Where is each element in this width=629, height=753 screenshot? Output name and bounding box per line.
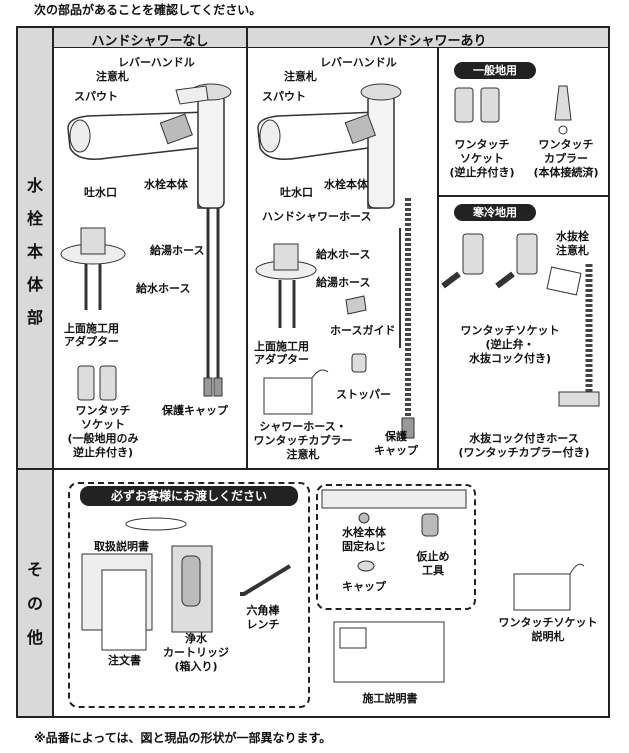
- general-socket-line2: ソケット: [460, 152, 504, 165]
- ns-outlet-label: 吐水口: [84, 186, 117, 199]
- row-label-main-5: 部: [26, 308, 43, 327]
- other-cap-label: キャップ: [342, 580, 386, 593]
- handover-group: [68, 482, 310, 708]
- column-header-with-shower: ハンドシャワーあり: [369, 34, 487, 49]
- socket-tag-illustration: [513, 563, 585, 611]
- ns-lever-label: レバーハンドル: [118, 56, 195, 69]
- ns-socket-line3: (一般地用のみ: [67, 432, 139, 445]
- ws-hose-guide-label: ホースガイド: [330, 324, 396, 337]
- general-socket-line3: (逆止弁付き): [449, 166, 515, 179]
- cold-badge: 寒冷地用: [454, 204, 536, 221]
- other-cartridge-line3: (箱入り): [174, 660, 218, 673]
- other-cartridge-line1: 浄水: [185, 632, 207, 645]
- ns-socket-line2: ソケット: [81, 418, 125, 431]
- ns-cold-hose-label: 給水ホース: [136, 282, 191, 295]
- row-label-other-1: そ: [26, 560, 43, 579]
- general-badge: 一般地用: [454, 62, 536, 79]
- row-label-other-2: の: [26, 594, 43, 613]
- other-install-manual-label: 施工説明書: [362, 692, 418, 705]
- row-label-main-3: 本: [26, 242, 43, 261]
- header-row: [52, 28, 608, 47]
- ws-adapter-line1: 上面施工用: [254, 340, 309, 353]
- ws-outlet-label: 吐水口: [280, 186, 313, 199]
- other-fix-screw-line1: 水栓本体: [342, 526, 386, 539]
- ns-hot-hose-label: 給湯ホース: [150, 244, 205, 257]
- other-socket-tag-line2: 説明札: [531, 630, 565, 643]
- other-fix-screw-line2: 固定ねじ: [342, 540, 386, 553]
- general-coupler-line1: ワンタッチ: [538, 138, 594, 151]
- ws-shower-tag-line3: 注意札: [286, 448, 320, 461]
- cold-socket-line2: (逆止弁・: [485, 338, 535, 351]
- other-manual-label: 取扱説明書: [94, 540, 149, 553]
- cold-socket-line1: ワンタッチソケット: [460, 324, 560, 337]
- general-parts-illustration: [454, 85, 572, 135]
- cold-parts-illustration: [441, 233, 600, 407]
- install-parts-illustration: [321, 489, 467, 572]
- ns-caution-label: 注意札: [96, 70, 129, 83]
- row-label-col-main: [18, 28, 52, 468]
- faucet-no-shower-illustration: [60, 83, 232, 401]
- ws-shower-tag-line2: ワンタッチカプラー: [253, 434, 353, 447]
- ws-hot-hose-label: 給湯ホース: [316, 276, 371, 289]
- cold-socket-line3: 水抜コック付き): [468, 352, 552, 365]
- ws-spout-label: スパウト: [262, 90, 306, 103]
- handover-badge: 必ずお客様にお渡しください: [80, 486, 298, 506]
- row-label-other-3: 他: [26, 628, 43, 647]
- handover-items-illustration: [81, 517, 213, 651]
- row-label-col-other: [18, 470, 52, 716]
- row-label-main-4: 体: [26, 275, 43, 294]
- other-temp-tool-line1: 仮止め: [416, 550, 450, 563]
- footnote-text: ※品番によっては、図と現品の形状が一部異なります。: [34, 731, 332, 745]
- ws-cap-line2: キャップ: [374, 444, 418, 457]
- ns-socket-line4: 逆止弁付き): [72, 446, 134, 459]
- ws-cold-hose-label: 給水ホース: [316, 248, 371, 261]
- ws-adapter-line2: アダプター: [254, 353, 309, 366]
- ws-stopper-label: ストッパー: [336, 388, 391, 401]
- install-manual-illustration: [333, 621, 445, 683]
- faucet-with-shower-illustration: [255, 83, 415, 439]
- other-temp-tool-line2: 工具: [422, 564, 444, 577]
- row-label-main-2: 栓: [26, 209, 43, 228]
- ws-cap-line1: 保護: [385, 430, 407, 443]
- ws-body-label: 水栓本体: [324, 178, 368, 191]
- row-label-main-1: 水: [26, 176, 43, 195]
- other-order-label: 注文書: [108, 654, 141, 667]
- ns-adapter-line2: アダプター: [64, 335, 119, 348]
- cold-drain-caution-line1: 水抜栓: [556, 230, 589, 243]
- install-parts-group: [316, 484, 476, 610]
- column-header-no-shower: ハンドシャワーなし: [91, 34, 209, 49]
- cold-drain-hose-line2: (ワンタッチカプラー付き): [458, 446, 590, 459]
- ws-shower-hose-label: ハンドシャワーホース: [262, 210, 372, 223]
- ns-spout-label: スパウト: [74, 90, 118, 103]
- ws-shower-tag-line1: シャワーホース・: [259, 420, 347, 433]
- other-socket-tag-line1: ワンタッチソケット: [498, 616, 598, 629]
- parts-table: [16, 26, 610, 718]
- other-cartridge-line2: カートリッジ: [163, 646, 229, 659]
- ns-adapter-line1: 上面施工用: [64, 322, 119, 335]
- general-coupler-line3: (本体接続済): [533, 166, 599, 179]
- other-wrench-line1: 六角棒: [246, 604, 280, 617]
- cold-drain-hose-line1: 水抜コック付きホース: [469, 432, 579, 445]
- general-coupler-line2: カプラー: [544, 152, 588, 165]
- ns-body-label: 水栓本体: [144, 178, 188, 191]
- ws-lever-label: レバーハンドル: [320, 56, 397, 69]
- cold-drain-caution-line2: 注意札: [556, 244, 589, 257]
- hex-wrench-illustration: [240, 564, 292, 596]
- ws-caution-label: 注意札: [284, 70, 317, 83]
- intro-text: 次の部品があることを確認してください。: [34, 3, 262, 17]
- general-socket-line1: ワンタッチ: [454, 138, 510, 151]
- other-wrench-line2: レンチ: [246, 618, 280, 631]
- ns-cap-label: 保護キャップ: [162, 404, 228, 417]
- ns-socket-line1: ワンタッチ: [75, 404, 131, 417]
